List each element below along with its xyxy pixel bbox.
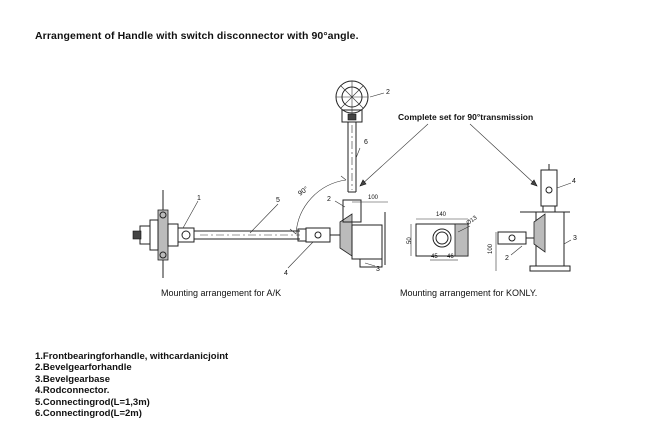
callout-5: 5 [276, 197, 280, 204]
callouts-ak: 1 5 4 2 3 6 2 [182, 89, 390, 277]
top-bevel-gear [335, 80, 369, 123]
connecting-rod-5 [194, 228, 307, 242]
svg-text:Ø13: Ø13 [466, 215, 479, 227]
rod-connector [305, 227, 340, 243]
caption-konly: Mounting arrangement for KONLY. [400, 288, 538, 298]
angle-indicator: 90° [289, 175, 347, 235]
svg-text:140: 140 [436, 212, 447, 218]
callout-3-konly: 3 [573, 235, 577, 242]
legend-item: 4.Rodconnector. [35, 385, 110, 397]
callout-4: 4 [284, 270, 288, 277]
callout-2: 2 [327, 196, 331, 203]
connecting-rod-6 [347, 122, 357, 192]
legend-item: 5.Connectingrod(L=1,3m) [35, 396, 150, 408]
svg-text:100: 100 [368, 195, 379, 201]
konly-side-view: 100 4 2 3 [488, 164, 577, 272]
dimension-100-ak: 100 [352, 195, 388, 203]
callout-2-konly: 2 [505, 255, 509, 262]
legend-item: 2.Bevelgearforhandle [35, 362, 132, 374]
svg-text:50: 50 [407, 237, 413, 244]
callout-1: 1 [197, 195, 201, 202]
legend-item: 6.Connectingrod(L=2m) [35, 408, 142, 420]
svg-text:46: 46 [447, 254, 454, 260]
parts-legend: 1.Frontbearingforhandle, withcardanicjoi… [35, 351, 228, 419]
svg-text:45: 45 [431, 254, 438, 260]
callout-2-top: 2 [386, 89, 390, 96]
svg-text:100: 100 [488, 243, 494, 254]
page-title: Arrangement of Handle with switch discon… [35, 30, 359, 42]
front-bearing-handle [132, 190, 195, 278]
konly-plan-view: 140 50 45 46 Ø13 [407, 212, 479, 261]
caption-ak: Mounting arrangement for A/K [161, 288, 282, 298]
legend-item: 1.Frontbearingforhandle, withcardanicjoi… [35, 351, 229, 362]
callout-4-konly: 4 [572, 178, 576, 185]
legend-item: 3.Bevelgearbase [35, 373, 110, 385]
callout-3: 3 [376, 266, 380, 273]
bevel-gear-assembly [339, 191, 386, 268]
transmission-note: Complete set for 90°transmission [398, 112, 534, 122]
angle-label: 90° [297, 185, 310, 198]
callout-6: 6 [364, 139, 368, 146]
transmission-arrows [359, 123, 538, 187]
